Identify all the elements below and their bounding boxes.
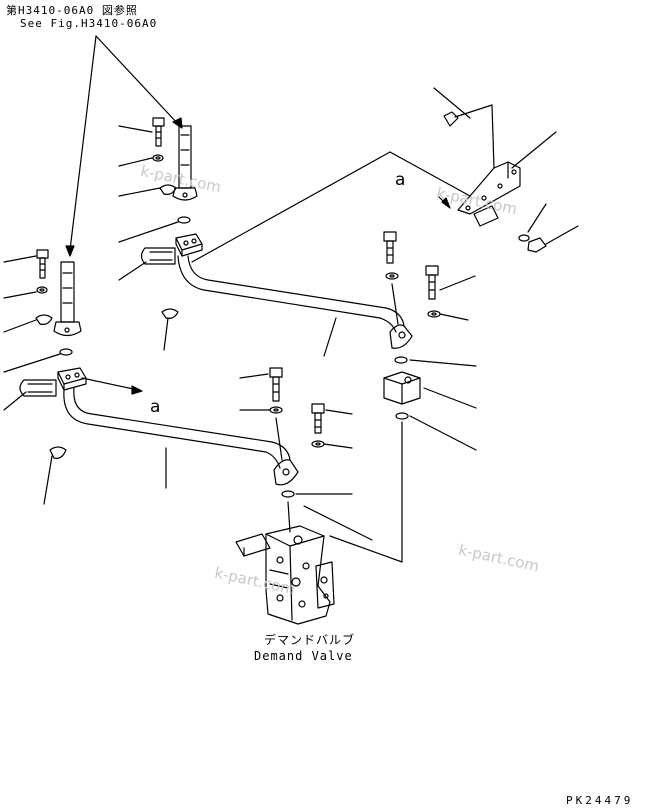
link-lines — [191, 151, 471, 563]
valve-label-ja: デマンドバルブ — [264, 633, 356, 647]
lower-hose — [53, 261, 82, 337]
demand-valve — [235, 525, 335, 625]
left-fasteners — [35, 117, 191, 356]
valve-label-en: Demand Valve — [254, 649, 353, 663]
callout-a-lower: a — [150, 397, 161, 417]
upper-hose — [172, 125, 198, 201]
center-fasteners — [269, 231, 441, 498]
reference-leaders — [65, 35, 183, 257]
lower-pipe — [19, 367, 299, 486]
figure-reference-en: See Fig.H3410-06A0 — [20, 17, 158, 30]
callout-a-upper: a — [395, 170, 406, 190]
leader-lines — [3, 87, 579, 505]
sheet-code: PK24479 — [566, 794, 634, 807]
bracket — [437, 104, 547, 253]
figure-reference-ja: 第H3410-06A0 図参照 — [6, 4, 138, 17]
upper-pipe — [140, 233, 413, 349]
